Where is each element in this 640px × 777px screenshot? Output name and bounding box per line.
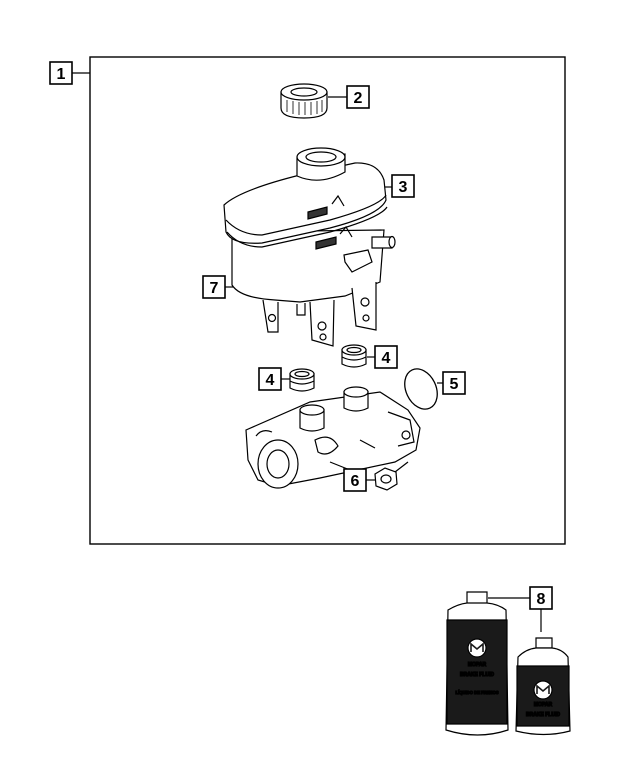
callout-5[interactable]: 5 [442,371,466,395]
callout-4-right[interactable]: 4 [374,345,398,369]
callout-8-label: 8 [537,591,546,608]
callout-4-right-label: 4 [382,350,391,367]
brake-fluid-reservoir [223,147,396,347]
small-bottle-product: BRAKE FLUID [526,712,560,718]
callout-2-label: 2 [354,90,363,107]
large-bottle-brand: MOPAR [468,662,487,668]
large-bottle-product: BRAKE FLUID [460,672,494,678]
o-ring [404,368,438,410]
callout-4-left-label: 4 [266,372,275,389]
reservoir-cap [280,83,328,119]
large-bottle-product-es: LÍQUIDO DE FRENOS [455,690,498,695]
callout-1-label: 1 [57,66,66,83]
brake-fluid-bottle-small: MOPAR BRAKE FLUID [515,637,571,736]
callout-3-label: 3 [399,179,408,196]
small-bottle-brand: MOPAR [534,702,553,708]
callout-5-label: 5 [450,376,459,393]
callout-6[interactable]: 6 [343,468,367,492]
master-cylinder [245,386,421,489]
callout-7[interactable]: 7 [202,275,226,299]
grommet-left [289,368,315,392]
nut [374,461,409,491]
brake-fluid-bottle-large: MOPAR BRAKE FLUID LÍQUIDO DE FRENOS [445,591,509,736]
callout-7-label: 7 [210,280,219,297]
grommet-right [341,344,367,368]
callout-4-left[interactable]: 4 [258,367,282,391]
assembly-frame [89,56,566,545]
callout-8[interactable]: 8 [529,586,553,610]
callout-3[interactable]: 3 [391,174,415,198]
callout-1[interactable]: 1 [49,61,73,85]
callout-2[interactable]: 2 [346,85,370,109]
callout-6-label: 6 [351,473,360,490]
